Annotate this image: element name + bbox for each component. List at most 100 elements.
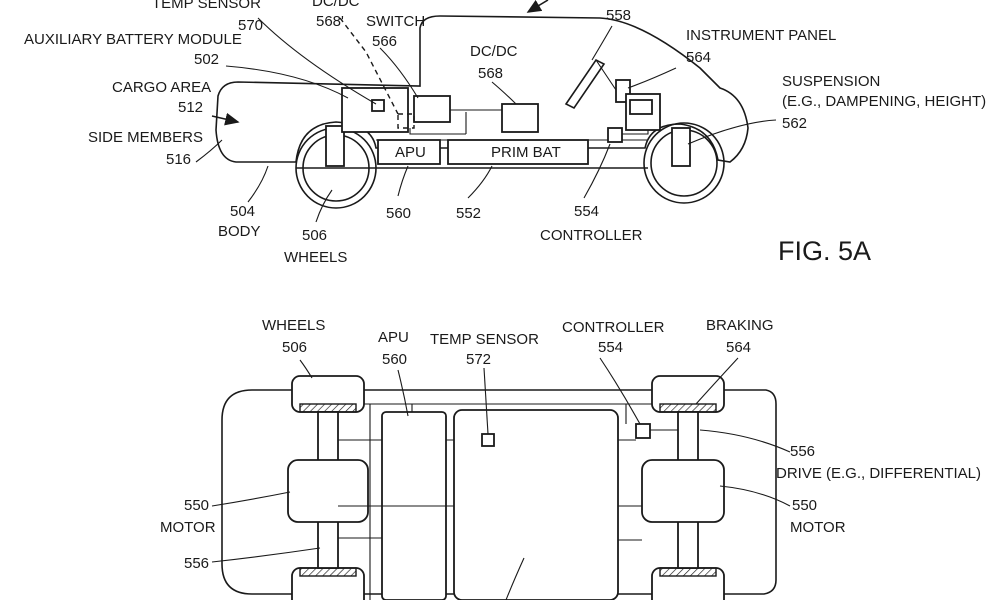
label-aux-battery: AUXILIARY BATTERY MODULE bbox=[24, 31, 242, 48]
label-502: 502 bbox=[194, 51, 219, 68]
figure-label-5a: FIG. 5A bbox=[778, 236, 871, 266]
controller-box bbox=[607, 127, 623, 143]
label-dcdc-568: DC/DC bbox=[470, 43, 518, 60]
motor-front bbox=[641, 459, 725, 523]
label-controller: CONTROLLER bbox=[540, 227, 643, 244]
dcdc-568-prime-dashed bbox=[397, 113, 415, 129]
front-wheel bbox=[643, 122, 725, 204]
leader-560 bbox=[397, 165, 409, 197]
leader-552 bbox=[467, 165, 493, 199]
leader-558 bbox=[591, 25, 613, 61]
wheel-rear-right-tread bbox=[299, 567, 357, 577]
label-506: 506 bbox=[302, 227, 327, 244]
leader-564-top bbox=[627, 67, 677, 89]
label-body: BODY bbox=[218, 223, 261, 240]
leader-controller-554 bbox=[599, 357, 641, 425]
label-cargo-area: CARGO AREA bbox=[112, 79, 211, 96]
dash-display-box bbox=[629, 99, 653, 115]
label-instrument-panel: INSTRUMENT PANEL bbox=[686, 27, 836, 44]
leader-562 bbox=[687, 119, 777, 145]
label-5b-motor-left: MOTOR bbox=[160, 519, 216, 536]
dcdc-568-box bbox=[501, 103, 539, 133]
wheel-front-left-tread bbox=[659, 403, 717, 413]
label-5b-temp-sensor: TEMP SENSOR bbox=[430, 331, 539, 348]
controller-top-box bbox=[635, 423, 651, 439]
top-wiring bbox=[338, 403, 678, 541]
leader-504 bbox=[247, 165, 269, 203]
label-5b-564: 564 bbox=[726, 339, 751, 356]
top-arrow bbox=[526, 0, 549, 13]
label-5b-drive: DRIVE (E.G., DIFFERENTIAL) bbox=[776, 465, 981, 482]
leader-apu-560 bbox=[397, 369, 409, 417]
label-suspension: SUSPENSION bbox=[782, 73, 880, 90]
label-5b-motor-right: MOTOR bbox=[790, 519, 846, 536]
label-switch: SWITCH bbox=[366, 13, 425, 30]
apu-box-label: APU bbox=[395, 144, 426, 161]
label-504: 504 bbox=[230, 203, 255, 220]
leader-braking-564 bbox=[695, 357, 739, 405]
switch-566-box bbox=[413, 95, 451, 123]
temp-sensor-572-box bbox=[481, 433, 495, 447]
primary-battery-top-box bbox=[453, 409, 619, 601]
leader-568 bbox=[491, 81, 517, 105]
motor-rear bbox=[287, 459, 369, 523]
label-5b-550-left: 550 bbox=[184, 497, 209, 514]
leader-drive-556 bbox=[699, 429, 791, 453]
label-side-members: SIDE MEMBERS bbox=[88, 129, 203, 146]
front-axle-upper bbox=[677, 411, 699, 463]
label-suspension-detail: (E.G., DAMPENING, HEIGHT) bbox=[782, 93, 986, 110]
switch-to-dcdc-link bbox=[409, 109, 502, 135]
leader-570 bbox=[257, 17, 377, 105]
steering-wheel bbox=[564, 58, 606, 110]
label-564-top: 564 bbox=[686, 49, 711, 66]
label-5b-556: 556 bbox=[790, 443, 815, 460]
prim-bat-box bbox=[447, 139, 589, 165]
vehicle-body-outline bbox=[215, 15, 749, 163]
label-568-prime: 568' bbox=[316, 13, 344, 30]
leader-motor-550-right bbox=[719, 485, 791, 507]
label-5b-572: 572 bbox=[466, 351, 491, 368]
label-568: 568 bbox=[478, 65, 503, 82]
fig-5a-side-view: APU PRIM BAT TEMP SENSOR 570 DC/DC bbox=[24, 0, 986, 266]
leader-drive-556-lower bbox=[211, 547, 321, 563]
label-5b-554: 554 bbox=[598, 339, 623, 356]
wheel-rear-left-tread bbox=[299, 403, 357, 413]
label-552: 552 bbox=[456, 205, 481, 222]
label-560: 560 bbox=[386, 205, 411, 222]
label-wheels: WHEELS bbox=[284, 249, 347, 266]
leader-temp-572 bbox=[483, 367, 489, 435]
label-5b-apu: APU bbox=[378, 329, 409, 346]
leader-554 bbox=[583, 143, 611, 199]
leader-502 bbox=[225, 65, 349, 99]
label-5b-550-right: 550 bbox=[792, 497, 817, 514]
wheel-front-right-tread bbox=[659, 567, 717, 577]
label-dcdc-568-prime: DC/DC bbox=[312, 0, 360, 10]
chassis-outline bbox=[221, 389, 777, 595]
label-5b-556-lower: 556 bbox=[184, 555, 209, 572]
front-axle-lower bbox=[677, 519, 699, 569]
label-512: 512 bbox=[178, 99, 203, 116]
label-562: 562 bbox=[782, 115, 807, 132]
label-558: 558 bbox=[606, 7, 631, 24]
apu-box bbox=[377, 139, 441, 165]
prim-bat-box-label: PRIM BAT bbox=[491, 144, 561, 161]
fig-5b-top-view: WHEELS 506 APU 560 TEMP SENSOR 572 CONTR… bbox=[160, 317, 981, 605]
leader-prim-bat-bottom bbox=[505, 557, 525, 601]
label-5b-560: 560 bbox=[382, 351, 407, 368]
leader-506 bbox=[315, 189, 333, 223]
leader-motor-550-left bbox=[211, 491, 291, 507]
label-566: 566 bbox=[372, 33, 397, 50]
rear-axle-lower bbox=[317, 519, 339, 569]
label-516: 516 bbox=[166, 151, 191, 168]
label-5b-wheels: WHEELS bbox=[262, 317, 325, 334]
rear-suspension-strut bbox=[325, 125, 345, 167]
label-5b-braking: BRAKING bbox=[706, 317, 774, 334]
label-570: 570 bbox=[238, 17, 263, 34]
front-suspension-strut bbox=[671, 127, 691, 167]
cargo-area-arrow bbox=[211, 112, 240, 126]
leader-566 bbox=[379, 47, 419, 99]
label-5b-506: 506 bbox=[282, 339, 307, 356]
rear-axle-upper bbox=[317, 411, 339, 463]
